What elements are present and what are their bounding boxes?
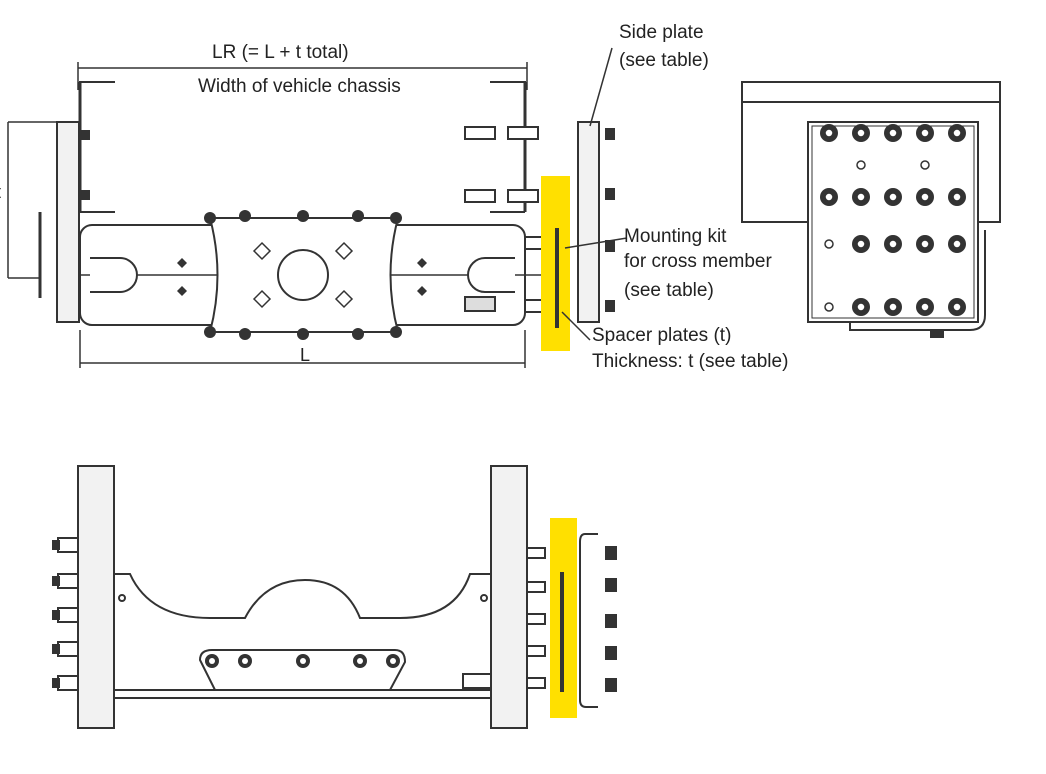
mounting-kit-leader [564, 237, 628, 249]
left-side-plate [56, 121, 80, 323]
center-plate-bolts [204, 210, 402, 340]
front-left-plate [77, 465, 115, 729]
top-view [7, 47, 628, 368]
chassis-frame [79, 81, 526, 213]
spacer-thickness: Thickness: t (see table) [592, 351, 789, 372]
spacer-leader [561, 311, 591, 341]
spacer-label: Spacer plates (t) [592, 325, 732, 346]
mounting-kit-label: Mounting kit [624, 226, 727, 247]
front-right-plate [490, 465, 528, 729]
lr-dimension-label: LR (= L + t total) [212, 42, 349, 63]
right-slot [467, 257, 515, 293]
front-left-bolts [57, 537, 79, 691]
left-dimension-label: t [0, 180, 1, 204]
diamond-fasteners [252, 241, 354, 309]
front-view [52, 465, 617, 729]
side-plate-label: Side plate [619, 22, 704, 43]
chassis-width-label: Width of vehicle chassis [198, 76, 401, 97]
front-spacer-plate [560, 572, 564, 692]
right-side-plate [577, 121, 600, 323]
left-slot [90, 257, 138, 293]
center-hole [277, 249, 329, 301]
mounting-kit-sub: for cross member [624, 250, 772, 274]
mounting-kit-note: (see table) [624, 280, 714, 301]
chassis-bolts [464, 126, 546, 313]
side-view [741, 81, 1001, 338]
spacer-plate [555, 228, 559, 328]
front-bracket-bolts [605, 546, 617, 692]
side-plate-note: (see table) [619, 50, 709, 71]
side-plate-leader [589, 47, 613, 127]
front-mounting-bracket [579, 533, 598, 708]
l-dimension-label: L [300, 345, 311, 365]
